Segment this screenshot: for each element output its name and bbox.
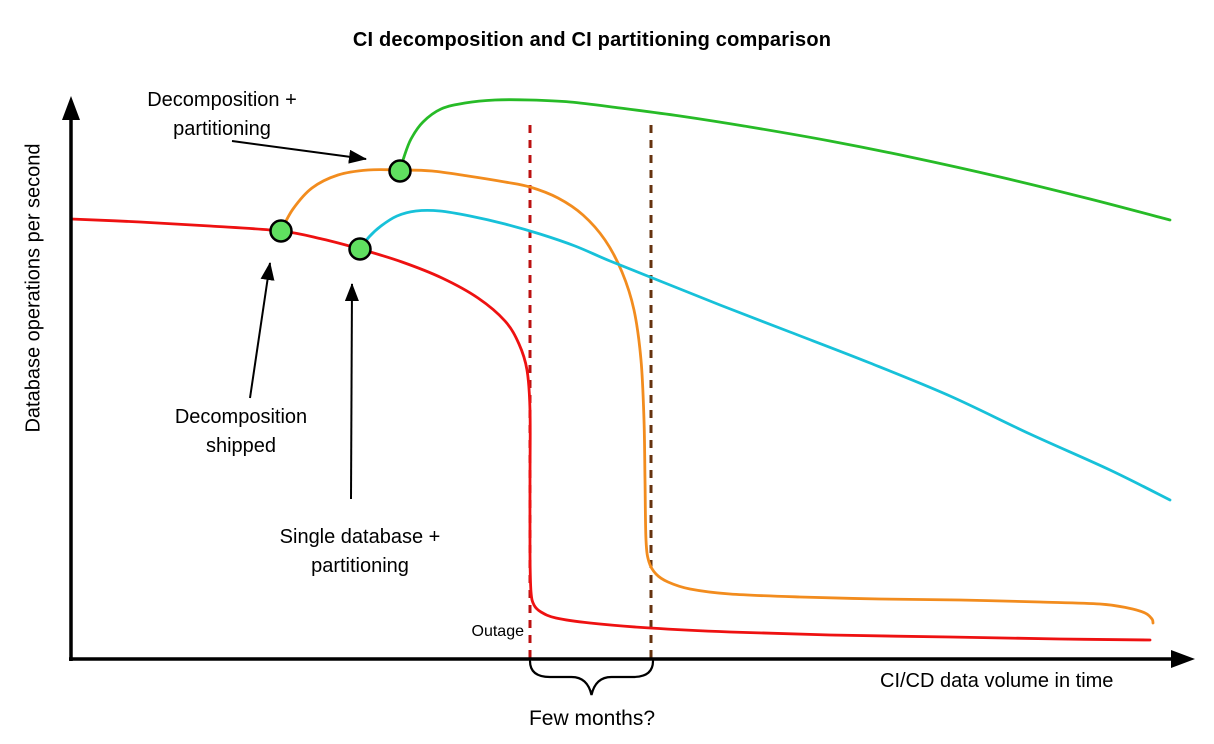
decomposition-shipped-point bbox=[269, 219, 293, 243]
annotation-arrows-layer bbox=[231, 140, 367, 500]
axes bbox=[69, 114, 1174, 661]
red-single-database-curve bbox=[69, 217, 1152, 642]
decomposition-partitioning-point bbox=[388, 159, 412, 183]
annotation-decomposition-partitioning: Decomposition + partitioning bbox=[147, 89, 297, 140]
chart-title: CI decomposition and CI partitioning com… bbox=[352, 29, 832, 51]
orange-decomposition-curve bbox=[279, 168, 1155, 625]
arrow-to-decomposition-shipped bbox=[249, 262, 275, 399]
annotation-outage: Outage bbox=[471, 623, 524, 640]
x-axis-label: CI/CD data volume in time bbox=[880, 670, 1114, 692]
y-axis-arrowhead bbox=[62, 96, 80, 120]
y-axis-label: Database operations per second bbox=[22, 143, 45, 433]
annotation-single-db-partitioning: Single database + partitioning bbox=[279, 526, 441, 577]
few-months-brace bbox=[528, 659, 655, 696]
curves-layer bbox=[69, 98, 1172, 642]
cyan-single-db-partitioning-curve bbox=[358, 208, 1172, 502]
branch-markers-layer bbox=[269, 159, 412, 261]
annotation-decomposition-shipped: Decomposition shipped bbox=[174, 406, 308, 457]
x-axis-arrowhead bbox=[1171, 650, 1195, 668]
annotation-few-months: Few months? bbox=[528, 707, 656, 730]
dashed-vlines-layer bbox=[528, 125, 653, 659]
green-decomposition-partitioning-curve bbox=[398, 98, 1172, 222]
single-db-partitioning-point bbox=[348, 237, 372, 261]
arrow-to-decomposition-partitioning bbox=[231, 140, 367, 164]
arrow-to-single-db-partitioning bbox=[344, 283, 359, 500]
